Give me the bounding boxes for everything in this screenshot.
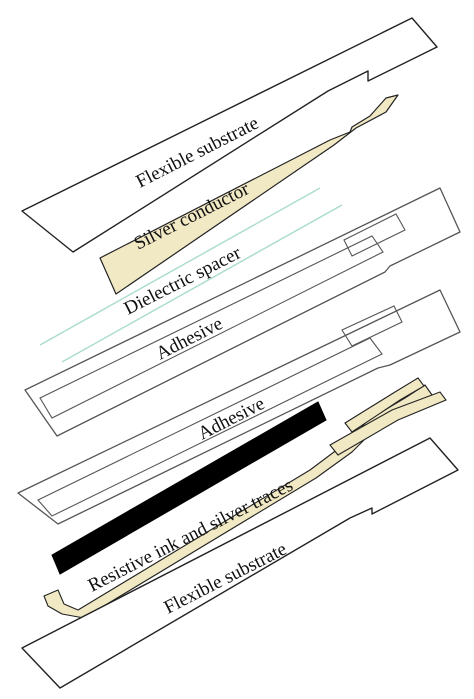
adhesive-upper-outer bbox=[24, 187, 461, 437]
silver-conductor-strip bbox=[99, 94, 399, 295]
silver-trace-tab bbox=[329, 391, 447, 456]
adhesive-upper-tab bbox=[343, 213, 406, 257]
dielectric-line-lower bbox=[61, 204, 343, 363]
bottom-substrate-outline bbox=[21, 437, 459, 689]
resistive-ink-bar bbox=[51, 401, 327, 575]
adhesive-lower-window bbox=[37, 337, 383, 517]
adhesive-upper-window bbox=[39, 235, 384, 419]
adhesive-lower-outer bbox=[17, 289, 461, 525]
dielectric-line-upper bbox=[39, 187, 321, 346]
top-substrate-outline bbox=[21, 17, 438, 253]
adhesive-lower-tab bbox=[341, 305, 403, 347]
